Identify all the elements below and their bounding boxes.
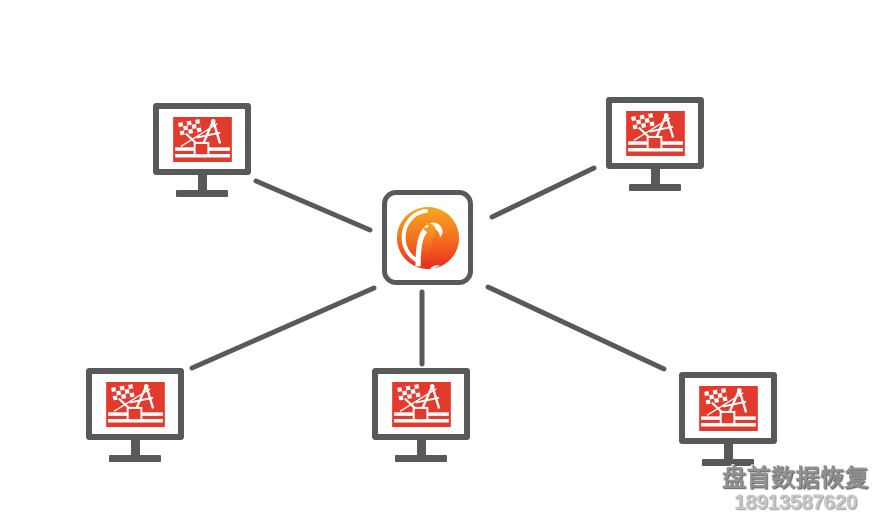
client-monitor-top-left	[153, 103, 251, 197]
firebird-logo-icon	[395, 205, 461, 271]
monitor-screen	[372, 368, 470, 440]
monitor-screen	[606, 97, 704, 169]
monitor-base	[109, 455, 161, 462]
connection-line-bottom-right	[485, 284, 667, 372]
monitor-screen	[679, 372, 777, 444]
watermark: 盘首数据恢复 18913587620	[722, 465, 869, 514]
monitor-stand	[650, 169, 660, 184]
watermark-phone-number: 18913587620	[734, 490, 857, 514]
connection-line-top-left	[253, 178, 373, 233]
client-monitor-bottom-right	[679, 372, 777, 466]
client-monitor-bottom-left	[86, 368, 184, 462]
monitor-screen	[153, 103, 251, 175]
monitor-stand	[197, 175, 207, 190]
monitor-stand	[416, 440, 426, 455]
hub-node	[382, 190, 473, 285]
monitor-base	[176, 190, 228, 197]
checkered-flag-compass-icon	[699, 386, 758, 431]
client-monitor-top-right	[606, 97, 704, 191]
monitor-base	[702, 459, 754, 466]
connection-line-bottom-left	[189, 285, 377, 371]
connection-line-top-right	[489, 165, 597, 220]
checkered-flag-compass-icon	[106, 382, 165, 427]
monitor-stand	[723, 444, 733, 459]
watermark-company-name: 盘首数据恢复	[722, 465, 869, 493]
monitor-screen	[86, 368, 184, 440]
checkered-flag-compass-icon	[173, 117, 232, 162]
monitor-base	[629, 184, 681, 191]
checkered-flag-compass-icon	[392, 382, 451, 427]
monitor-base	[395, 455, 447, 462]
client-monitor-bottom-center	[372, 368, 470, 462]
monitor-stand	[130, 440, 140, 455]
checkered-flag-compass-icon	[626, 111, 685, 156]
